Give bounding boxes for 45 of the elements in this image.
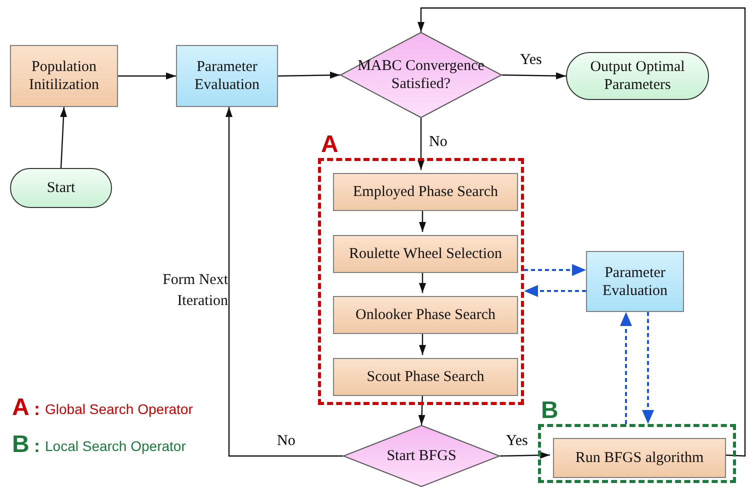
arrow (502, 72, 566, 80)
process-box (176, 45, 278, 107)
arrow (60, 106, 67, 168)
node-text: MABC Convergence Satisfied? (356, 57, 486, 93)
legend-letter: B (12, 432, 30, 458)
node-text: Parameter Evaluation (194, 58, 260, 94)
terminal-box (566, 52, 709, 100)
process-box (553, 438, 726, 478)
node-text: Run BFGS algorithm (574, 449, 705, 467)
node-text: Output Optimal Parameters (589, 58, 686, 94)
legend-colon: : (34, 398, 40, 421)
node-text: Onlooker Phase Search (354, 306, 496, 324)
legend-text: Global Search Operator (45, 400, 193, 418)
legend-colon: : (34, 435, 40, 458)
process-box (333, 235, 518, 273)
legend-text: Local Search Operator (45, 437, 186, 455)
arrow (524, 285, 586, 297)
node-text: Start (46, 179, 76, 197)
process-box (333, 173, 518, 211)
arrow (620, 312, 632, 424)
decision-diamond (343, 425, 500, 487)
terminal-box (10, 168, 112, 208)
decision-diamond (340, 32, 502, 118)
arrow (418, 118, 424, 170)
process-box (333, 296, 518, 334)
annotation-text: Form Next Iteration (162, 271, 228, 311)
node-text: Roulette Wheel Selection (348, 245, 503, 263)
legend-letter: A (12, 395, 30, 421)
arrow (500, 452, 550, 459)
group-letter: B (541, 398, 558, 424)
node-text: Population Initilization (28, 58, 100, 94)
arrow (418, 7, 746, 457)
node-text: Scout Phase Search (366, 368, 486, 386)
process-box (10, 45, 118, 107)
arrow (524, 264, 586, 276)
arrow (642, 312, 654, 424)
arrow (226, 107, 343, 457)
node-text: Parameter Evaluation (602, 264, 668, 300)
group-letter: A (321, 132, 338, 158)
process-box (586, 251, 684, 312)
node-text: Start BFGS (386, 447, 458, 465)
arrow (278, 72, 340, 79)
arrow (118, 72, 176, 80)
node-text: Employed Phase Search (352, 183, 499, 201)
process-box (333, 358, 518, 396)
